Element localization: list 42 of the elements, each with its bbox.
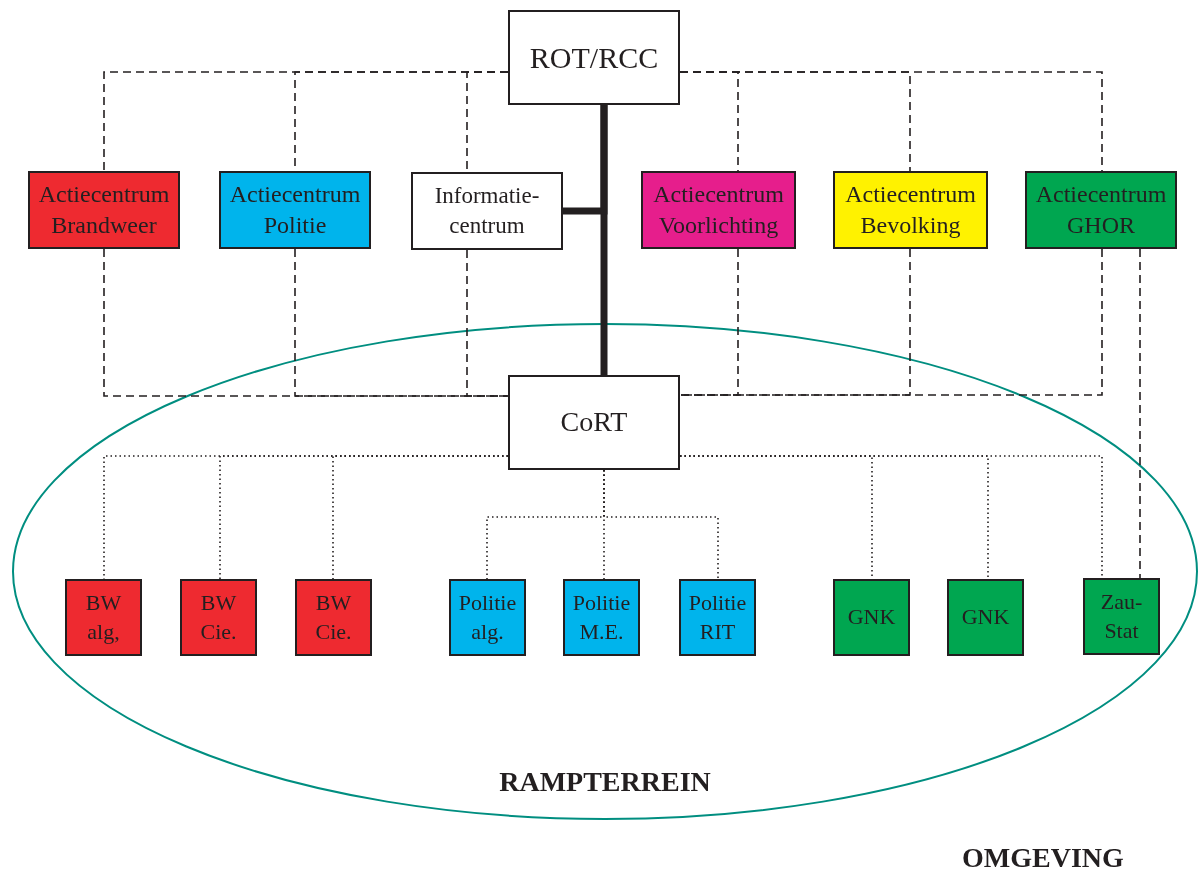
area-label: RAMPTERREIN [499,766,711,798]
node-label: Politie alg. [457,588,518,646]
node-label: CoRT [560,405,628,440]
dotted-connector [603,469,719,580]
org-box [295,579,372,656]
node-label: GNK [961,603,1010,632]
thick-connector [563,105,608,215]
node-label: Actiecentrum Politie [228,179,362,240]
org-box [180,579,257,656]
node-label: GNK [847,603,896,632]
node-label: BW alg, [84,588,123,646]
org-box [411,172,563,250]
node-label: ROT/RCC [529,40,659,76]
org-box [508,10,680,105]
org-box [1025,171,1177,249]
org-box [679,579,756,656]
dashed-connector [679,71,1103,172]
node-label: Informatie- centrum [433,182,541,240]
org-box [563,579,640,656]
org-box [1083,578,1160,655]
org-box [833,171,988,249]
node-label: Politie M.E. [571,588,632,646]
org-box [449,579,526,656]
dashed-connector [679,248,1103,396]
org-box [833,579,910,656]
node-label: Zau- Stat [1099,587,1144,645]
node-label: Politie RIT [687,588,748,646]
dashed-connector [466,249,509,397]
dotted-connector [332,455,509,580]
area-label: OMGEVING [962,842,1124,874]
node-label: Actiecentrum Voorlichting [652,179,785,240]
node-label: Actiecentrum GHOR [1034,179,1168,240]
node-label: Actiecentrum Brandweer [37,179,171,240]
org-box [219,171,371,249]
org-box [65,579,142,656]
node-label: BW Cie. [199,588,238,646]
dashed-connector [1139,248,1141,579]
org-box [947,579,1024,656]
node-label: Actiecentrum Bevolking [844,179,977,240]
org-box [28,171,180,249]
org-box [641,171,796,249]
node-label: BW Cie. [314,588,353,646]
